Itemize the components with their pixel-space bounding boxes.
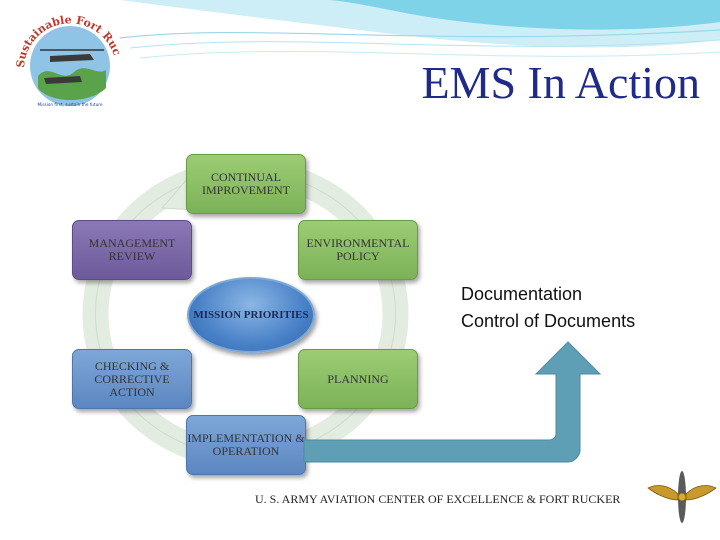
- step-continual-improvement: CONTINUAL IMPROVEMENT: [186, 154, 306, 214]
- callout-arrow: [303, 341, 602, 463]
- aviation-branch-insignia: [647, 471, 717, 523]
- step-environmental-policy: ENVIRONMENTAL POLICY: [298, 220, 418, 280]
- sustainable-fort-rucker-logo: Sustainable Fort Rucker Mission first, s…: [10, 6, 124, 107]
- step-management-review: MANAGEMENT REVIEW: [72, 220, 192, 280]
- step-implementation-operation: IMPLEMENTATION & OPERATION: [186, 415, 306, 475]
- footer-text: U. S. ARMY AVIATION CENTER OF EXCELLENCE…: [255, 492, 621, 506]
- mission-priorities-center: MISSION PRIORITIES: [187, 277, 315, 353]
- logo-tagline: Mission first, sustain the future: [38, 102, 103, 107]
- page-title: EMS In Action: [421, 57, 700, 108]
- step-planning: PLANNING: [298, 349, 418, 409]
- step-checking-corrective-action: CHECKING & CORRECTIVE ACTION: [72, 349, 192, 409]
- callout-documentation: Documentation: [461, 284, 583, 304]
- callout-control-of-documents: Control of Documents: [461, 311, 636, 331]
- header-wave-decoration: [119, 0, 720, 59]
